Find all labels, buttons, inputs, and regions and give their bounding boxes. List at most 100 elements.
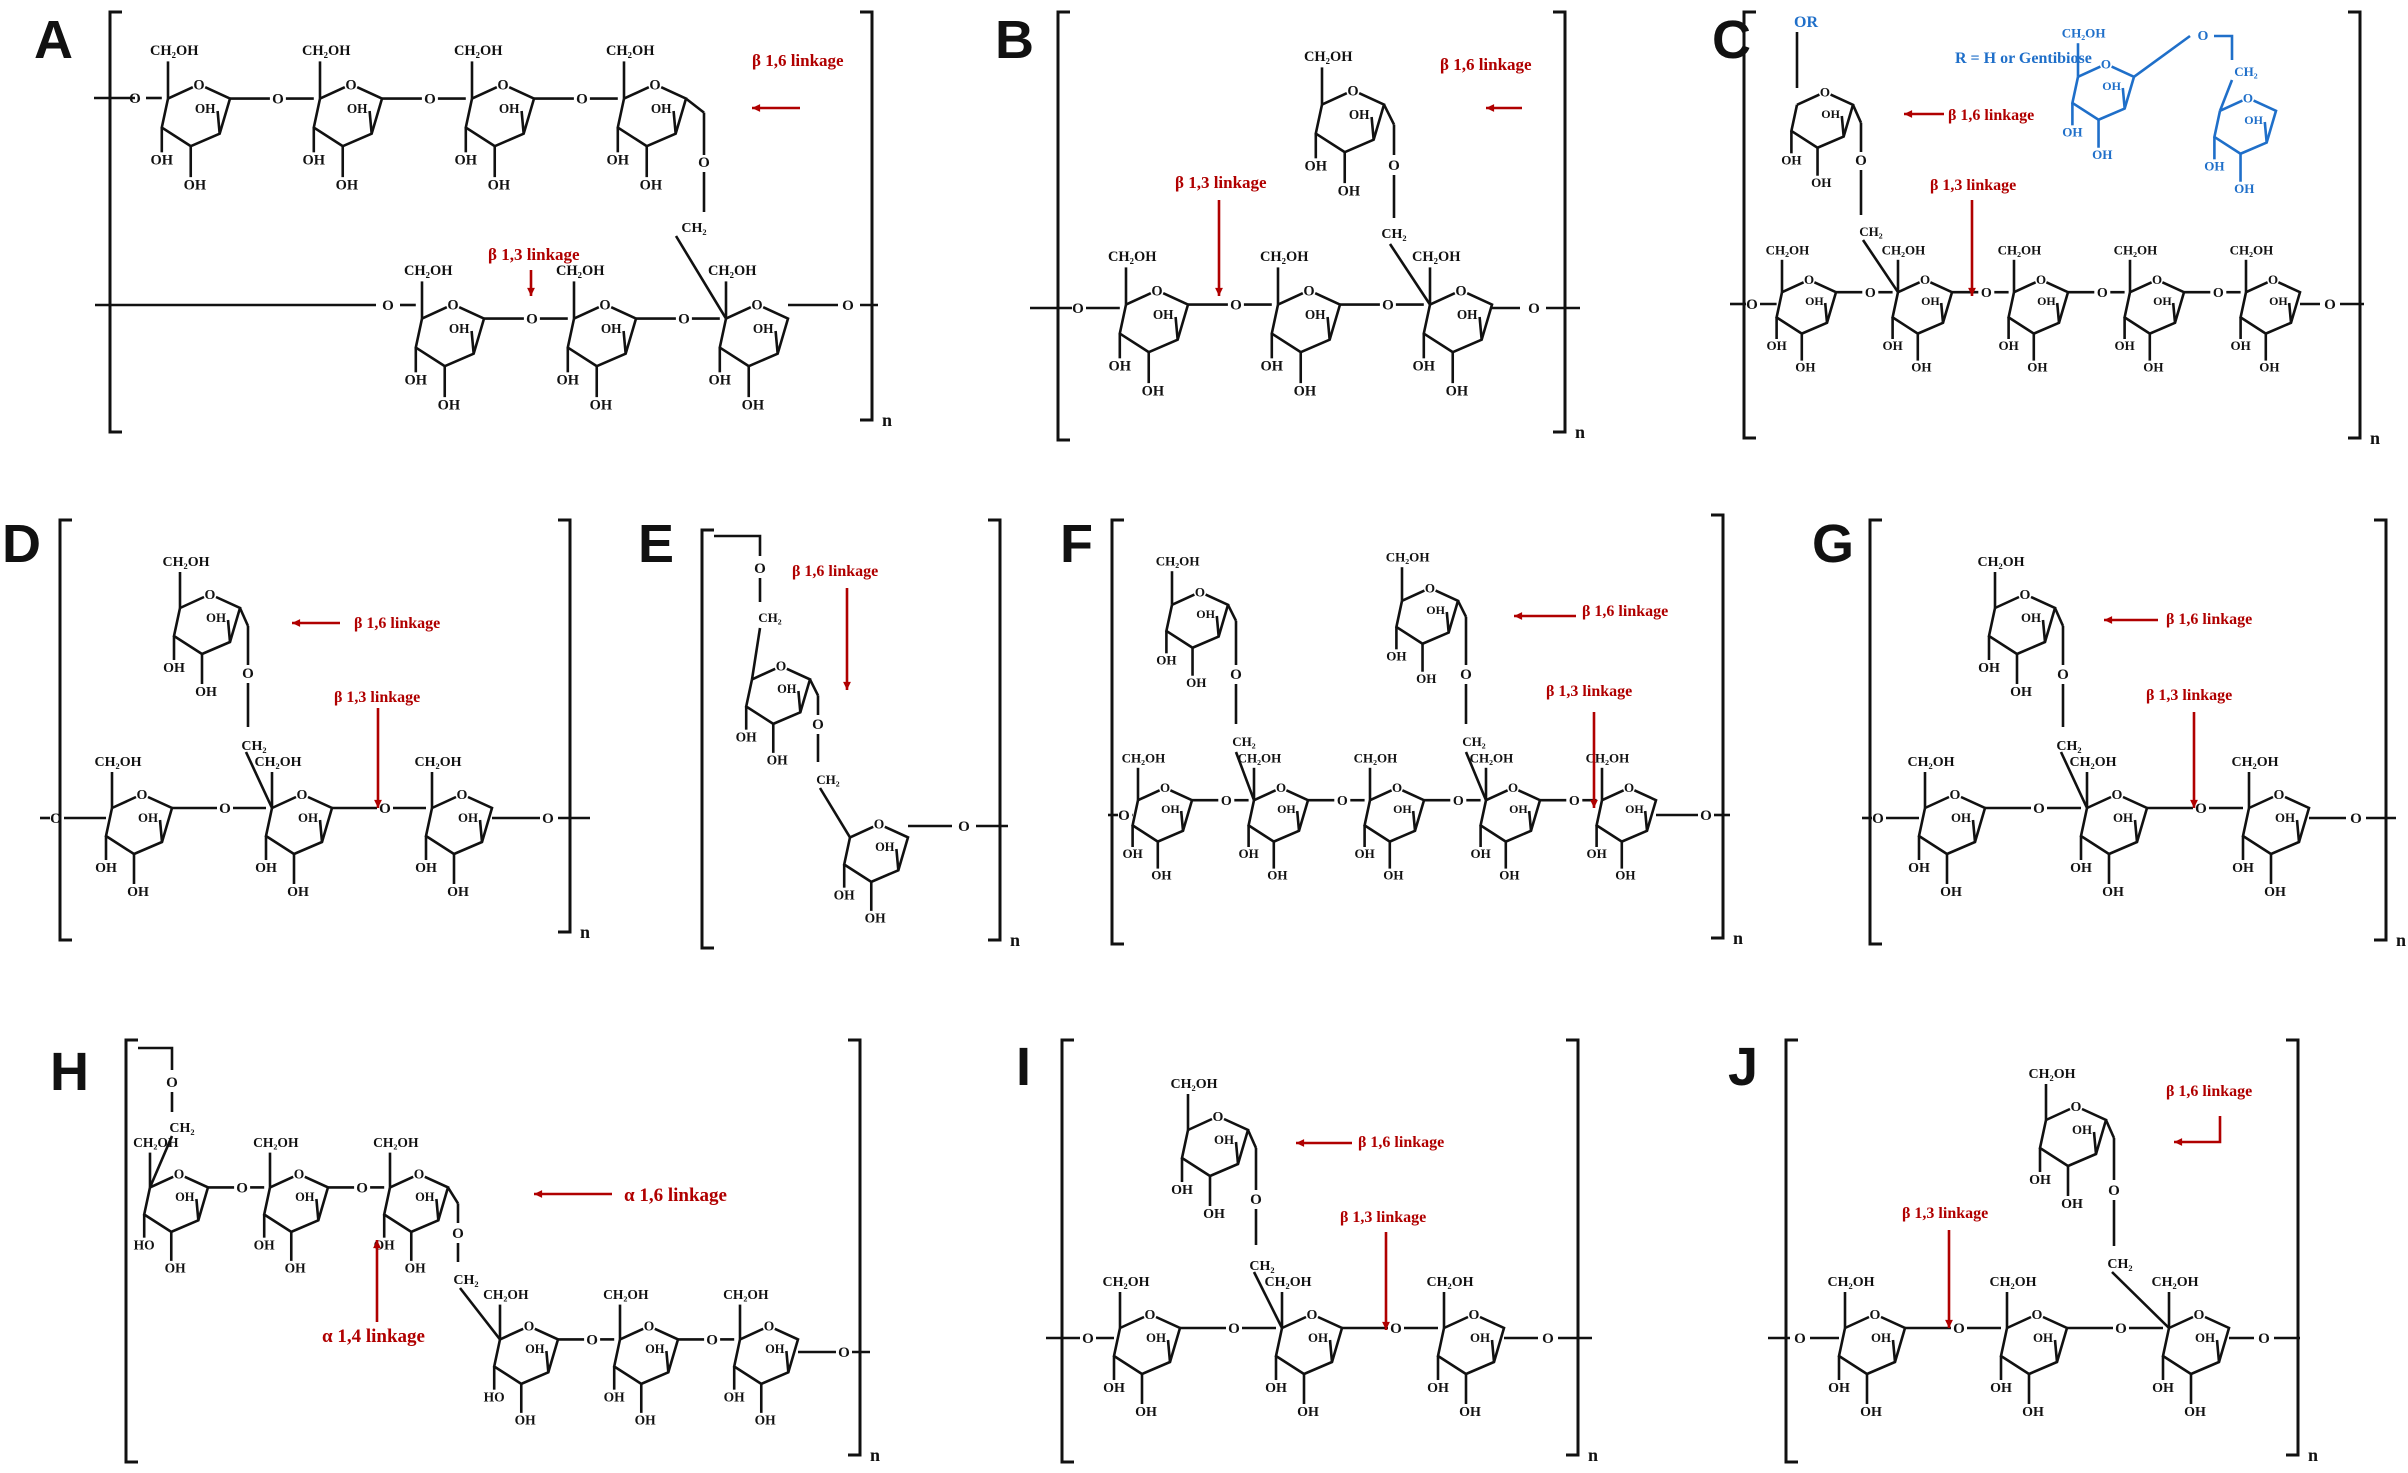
glycosidic-oxygen: O [1746,297,1758,313]
ring-bond [744,667,812,726]
ring-bond [1479,789,1542,844]
ring-bond [739,1327,764,1341]
bond-line [238,607,250,627]
ring-oxygen: O [1469,1308,1480,1323]
ring-bond [471,86,498,100]
bond-line [2053,607,2065,627]
ring-bond [2070,65,2136,122]
oh-bond [2287,302,2293,323]
oh-label: OH [865,910,887,925]
ring-bond [1924,795,1950,810]
oh-label: OH [640,178,662,194]
oh-label: OH [777,682,797,696]
oh-bond [797,690,802,713]
ring-oxygen: O [599,297,610,313]
ring-bond [1321,92,1348,106]
ring-oxygen: O [174,1167,185,1182]
ring-bond [2013,281,2037,294]
panel-i-beta16-label: β 1,6 linkage [1358,1134,1444,1151]
blue-bond [2218,79,2234,112]
linkage-arrow [2174,1116,2222,1144]
glycosidic-oxygen: O [2115,1321,2127,1337]
ring-bond [389,1175,414,1189]
ring-bond [1253,789,1277,802]
ring-bond [414,306,486,368]
glycosidic-oxygen: O [1953,1321,1965,1337]
oh-label: OH [163,661,185,676]
oh-label: OH [601,321,622,336]
panel-a-beta13-label: β 1,3 linkage [488,245,580,264]
ring-oxygen: O [1870,1308,1881,1323]
panel-b-right-bracket [1553,10,1567,434]
panel-d-beta16-label: β 1,6 linkage [354,615,440,632]
glycosidic-oxygen: O [2258,1331,2270,1347]
panel-j-left-bracket [1784,1038,1798,1464]
bond-line [1246,1129,1258,1149]
ch2oh-label: CH₂OH [1908,755,1955,770]
glycosidic-oxygen: O [1118,808,1130,824]
oh-label: OH [2022,1405,2044,1420]
ch2oh-label: CH₂OH [1304,49,1353,65]
oh-label: OH [1457,307,1478,322]
ring-bond [1436,1315,1506,1376]
linkage-arrowhead [1514,612,1523,620]
ring-oxygen: O [2274,788,2285,803]
oh-bond [1527,810,1533,831]
oh-label: OH [95,861,117,876]
glycosidic-oxygen: O [50,811,62,827]
panel-b-left-bracket [1056,10,1070,442]
ring-oxygen: O [345,77,356,93]
atom-label: CH₂ [681,221,706,236]
ring-bond [2212,99,2278,156]
linkage-arrowhead [843,681,851,690]
oh-label: OH [285,1260,307,1275]
repeat-n-label: n [1575,422,1585,442]
oh-label: OH [2010,685,2032,700]
ring-bond [2038,1107,2108,1168]
bond-line [148,1135,174,1188]
bond-line [2059,751,2089,809]
oh-label: OH [1156,653,1176,668]
atom-label: CH₂ [169,1121,194,1136]
ch2oh-label: CH₂OH [2230,242,2274,257]
oh-bond [2215,1339,2221,1363]
ring-bond [2239,281,2302,336]
ring-bond [264,795,334,856]
ring-oxygen: O [1392,780,1402,795]
oh-label: OH [449,321,470,336]
atom-label: CH₂ [1859,224,1883,239]
panel-j-right-bracket [2286,1038,2300,1457]
atom-label: CH₂ [453,1273,478,1288]
panel-a-left-bracket [108,10,122,434]
oh-label: OH [1781,153,1801,168]
oh-label: OH [755,1412,777,1427]
panel-c-r-definition: R = H or Gentibiose [1955,50,2092,67]
atom-label: CH₂ [1462,734,1486,749]
ch2oh-label: CH₂OH [1998,242,2042,257]
ch2oh-label: CH₂OH [1427,1275,1474,1290]
blue-bond [2133,34,2191,78]
oh-label: OH [1142,384,1164,400]
ring-bond [2086,795,2112,810]
bond-line [1382,104,1396,126]
panel-letter-g: G [1812,514,1854,574]
ring-oxygen: O [1820,84,1830,99]
panel-g-left-bracket [1868,518,1882,946]
panel-f-left-bracket [1110,518,1124,946]
ring-oxygen: O [2194,1308,2205,1323]
ch2oh-label: CH₂OH [708,263,757,279]
glycosidic-oxygen: O [2108,1183,2120,1199]
ring-oxygen: O [497,77,508,93]
ring-bond [160,86,232,148]
bond-line [1861,239,1900,293]
oh-label: OH [295,1190,315,1204]
oh-label: OH [1386,649,1406,664]
ring-bond [424,795,494,856]
glycosidic-oxygen: O [1388,158,1400,174]
glycosidic-oxygen: O [356,1180,368,1196]
ring-bond [111,795,137,810]
glycosidic-oxygen: O [586,1332,598,1348]
ring-bond [421,306,448,320]
oh-bond [226,619,232,643]
oh-label: OH [2195,1331,2215,1345]
